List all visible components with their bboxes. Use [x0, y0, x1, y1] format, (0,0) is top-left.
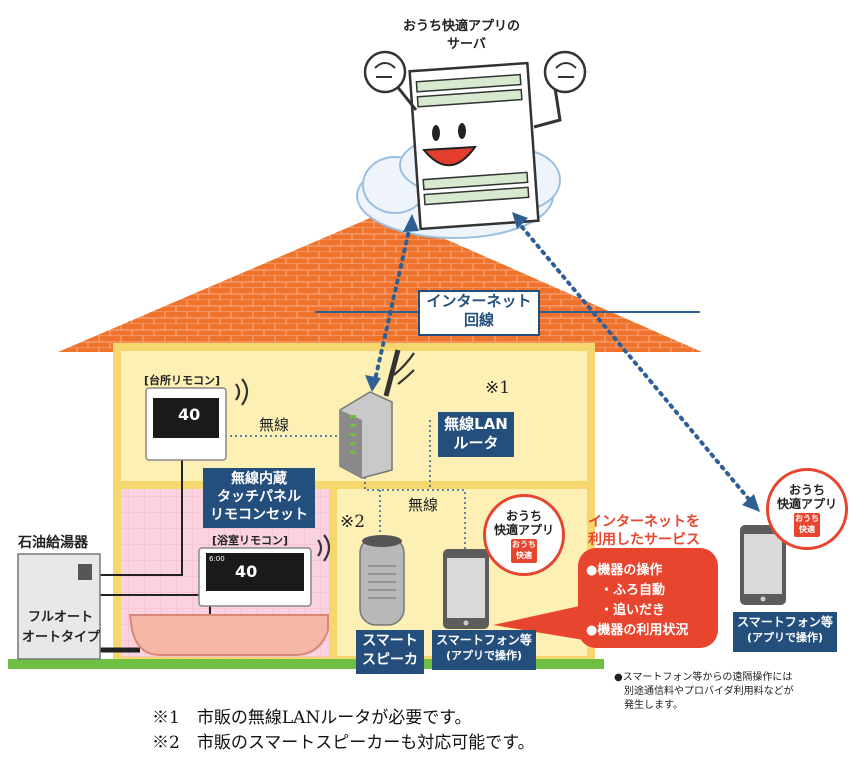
phone-remote-line2: (アプリで操作)	[746, 631, 824, 644]
speaker-label: スマート スピーカー	[356, 630, 424, 687]
speaker-label-line1: スマート	[362, 633, 418, 649]
boiler-label-line1: フルオート	[28, 610, 94, 625]
remote-note-line1: ●スマートフォン等からの遠隔操作には	[614, 672, 793, 683]
wireless-label-kitchen: 無線	[259, 416, 290, 434]
service-title-line1: インターネットを	[588, 514, 700, 530]
server-title-line1: おうち快適アプリの	[403, 19, 521, 34]
server-title-line2: サーバ	[447, 37, 486, 52]
remote-note-line3: 発生します。	[624, 700, 683, 711]
boiler-label-line2: オートタイプ	[22, 630, 101, 645]
service-item-2: ・ふろ自動	[600, 583, 666, 598]
footnote-2: ※2 市販のスマートスピーカーも対応可能です。	[152, 733, 535, 753]
router-device	[339, 349, 401, 479]
service-title-line2: 利用したサービス	[588, 532, 700, 548]
smartphone-home-device	[443, 549, 489, 629]
router-label-line2: ルータ	[453, 434, 499, 452]
phone-remote-label: スマートフォン等 (アプリで操作)	[733, 612, 837, 652]
boiler-device	[17, 553, 101, 660]
roof	[58, 212, 702, 352]
server-router-link	[373, 224, 412, 382]
app-badge-remote-line1: おうち	[788, 483, 825, 497]
router-label: 無線LAN ルータ	[438, 412, 514, 457]
internet-label-box: インターネット 回線	[418, 290, 540, 336]
remote-set-line3: リモコンセット	[210, 507, 308, 523]
bathroom-wall	[329, 489, 337, 659]
internet-label-line2: 回線	[463, 311, 494, 329]
floor-divider	[117, 481, 591, 489]
note-1-mark: ※1	[485, 378, 511, 398]
kitchen-remote-label: [台所リモコン]	[144, 374, 221, 387]
app-badge-home-line2: 快適アプリ	[493, 523, 554, 537]
bathtub	[128, 614, 329, 656]
service-item-1: ●機器の操作	[586, 563, 663, 578]
service-item-3: ・追いだき	[600, 603, 666, 618]
app-badge-remote: おうち 快適アプリ おうち快適	[766, 468, 848, 550]
kitchen-remote-temp: 40	[178, 405, 201, 424]
phone-home-label: スマートフォン等 (アプリで操作)	[432, 630, 536, 670]
phone-home-line1: スマートフォン等	[436, 633, 532, 647]
remote-note-line2: 別途通信料やプロバイダ利用料などが	[624, 686, 794, 697]
smartphone-remote-device	[740, 525, 786, 605]
app-logo-icon: おうち快適	[511, 539, 537, 563]
service-callout	[493, 548, 718, 648]
phone-home-line2: (アプリで操作)	[445, 649, 523, 662]
remote-set-label: 無線内蔵 タッチパネル リモコンセット	[203, 468, 315, 528]
bath-remote-time: 6:00	[209, 555, 225, 563]
bath-remote-label: [浴室リモコン]	[212, 534, 289, 547]
service-item-4: ●機器の利用状況	[586, 623, 689, 638]
server-phone-link	[515, 219, 754, 505]
note-2-mark: ※2	[340, 512, 366, 532]
app-badge-home: おうち 快適アプリ おうち快適	[483, 494, 565, 576]
app-badge-home-line1: おうち	[505, 509, 542, 523]
remote-set-line2: タッチパネル	[217, 489, 301, 505]
footnote-1: ※1 市販の無線LANルータが必要です。	[152, 708, 472, 728]
boiler-title: 石油給湯器	[18, 535, 88, 551]
speaker-label-line2: スピーカー	[362, 652, 418, 687]
app-badge-remote-line2: 快適アプリ	[776, 497, 837, 511]
remote-set-line1: 無線内蔵	[231, 471, 287, 487]
phone-remote-line1: スマートフォン等	[737, 615, 833, 629]
boiler-cable	[100, 440, 183, 576]
app-logo-icon: おうち快適	[794, 513, 820, 537]
bath-remote-temp: 40	[235, 562, 258, 581]
server-tower	[363, 50, 587, 231]
kitchen-remote	[145, 387, 227, 461]
router-label-line1: 無線LAN	[444, 415, 508, 433]
smart-speaker-device	[359, 535, 405, 626]
ground	[8, 659, 604, 669]
bath-remote	[198, 547, 312, 607]
internet-label-line1: インターネット	[426, 292, 532, 310]
wireless-label-speaker: 無線	[408, 496, 439, 514]
